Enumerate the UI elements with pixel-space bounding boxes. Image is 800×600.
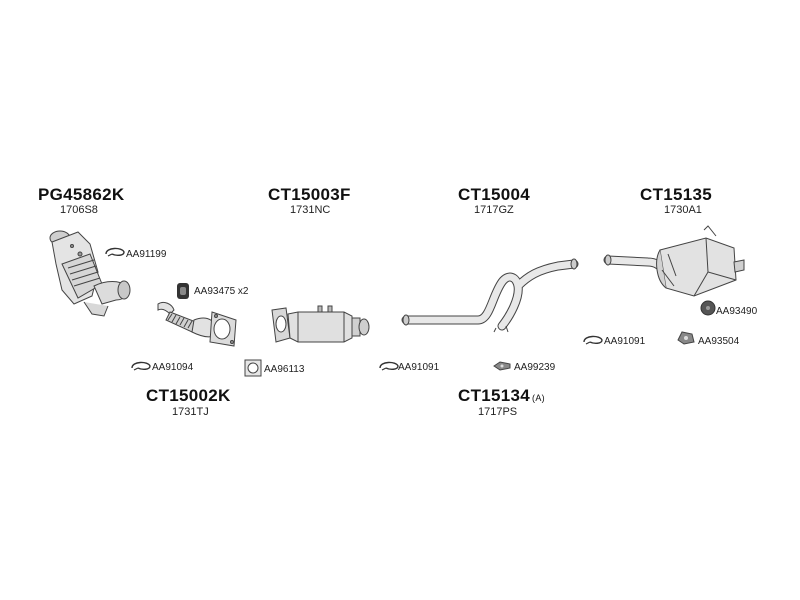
accessory-label-aa93475: AA93475 x2 (194, 286, 249, 297)
oe-code-1717ps: 1717PS (478, 406, 518, 418)
particle-filter-drawing (268, 304, 374, 348)
accessory-label-aa91199: AA91199 (126, 249, 167, 260)
rubber-mount-icon (492, 360, 512, 372)
clamp-icon (582, 332, 604, 346)
accessory-label-aa91094: AA91094 (152, 362, 194, 373)
gasket-icon (177, 283, 189, 299)
clamp-icon (104, 244, 126, 258)
accessory-label-aa96113: AA96113 (264, 364, 305, 375)
flange-gasket-icon (244, 359, 262, 377)
catalytic-converter-drawing (44, 224, 136, 320)
accessory-label-aa99239: AA99239 (514, 362, 556, 373)
clamp-icon (130, 358, 152, 372)
clamp-icon (378, 358, 400, 372)
oe-code-1717gz: 1717GZ (474, 204, 514, 216)
oe-code-1730a1: 1730A1 (664, 204, 702, 216)
hanger-icon (676, 330, 696, 346)
accessory-label-aa91091-mid: AA91091 (398, 362, 440, 373)
part-number-pg45862k: PG45862K (38, 185, 125, 204)
part-number-ct15134-text: CT15134 (458, 386, 531, 405)
part-number-ct15134: CT15134(A) (458, 386, 545, 406)
intermediate-pipe-drawing (398, 256, 580, 332)
accessory-label-aa93504: AA93504 (698, 336, 740, 347)
front-pipe-drawing (156, 298, 240, 354)
oe-code-1731tj: 1731TJ (172, 406, 209, 418)
rubber-mount-icon (700, 300, 716, 316)
part-variant-suffix: (A) (532, 393, 545, 403)
oe-code-1706s8: 1706S8 (60, 204, 98, 216)
accessory-label-aa91091-rear: AA91091 (604, 336, 646, 347)
oe-code-1731nc: 1731NC (290, 204, 331, 216)
part-number-ct15004: CT15004 (458, 185, 531, 204)
accessory-label-aa93490: AA93490 (716, 306, 758, 317)
rear-silencer-drawing (604, 226, 746, 304)
part-number-ct15003f: CT15003F (268, 185, 351, 204)
part-number-ct15002k: CT15002K (146, 386, 231, 405)
part-number-ct15135: CT15135 (640, 185, 713, 204)
